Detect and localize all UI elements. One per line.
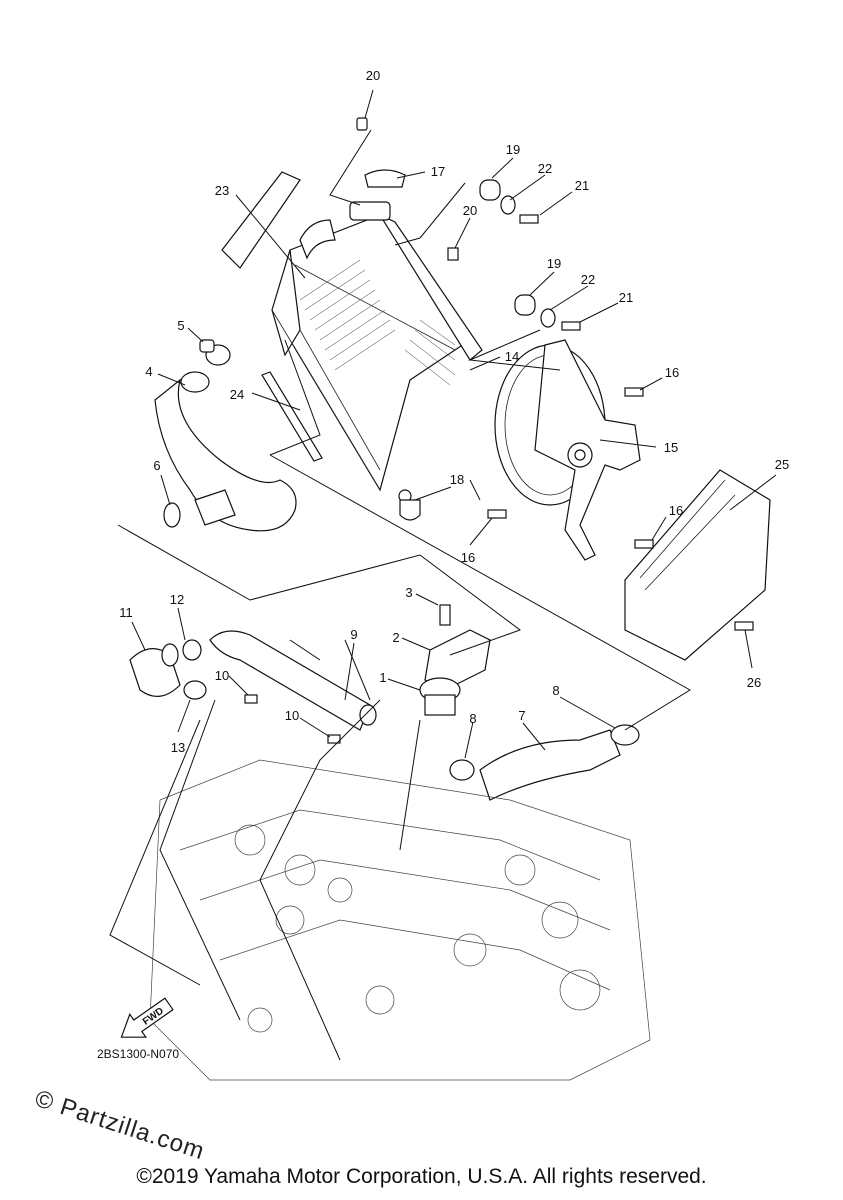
callout: 4: [145, 364, 152, 379]
fasteners: [244, 117, 754, 744]
callout: 8: [469, 711, 476, 726]
callout: 24: [230, 387, 244, 402]
callout: 17: [431, 164, 445, 179]
fan-assembly: [494, 339, 641, 561]
fwd-arrow: FWD: [120, 997, 174, 1038]
radiator-mesh: [299, 259, 456, 386]
side-cover: [624, 469, 771, 661]
callout: 21: [575, 178, 589, 193]
callout: 15: [664, 440, 678, 455]
callout: 21: [619, 290, 633, 305]
callout: 12: [170, 592, 184, 607]
callout: 11: [119, 605, 133, 620]
callout: 1: [379, 670, 386, 685]
diagram-code: 2BS1300-N070: [97, 1047, 180, 1061]
upper-hose: [154, 378, 297, 532]
callout: 7: [518, 708, 525, 723]
callout: 5: [177, 318, 184, 333]
engine-outline: [149, 759, 651, 1081]
callout: 25: [775, 457, 789, 472]
callout: 18: [450, 472, 464, 487]
callout: 2: [392, 630, 399, 645]
callout: 6: [153, 458, 160, 473]
shroud-strip-23: [221, 171, 301, 269]
callout: 19: [547, 256, 561, 271]
thermostat-housing: [424, 629, 491, 691]
callout: 8: [552, 683, 559, 698]
callout: 10: [285, 708, 299, 723]
callout-labels: 20 17 19 22 21 23 20 19 22 21 5 14 4 24 …: [119, 68, 789, 755]
callout: 22: [581, 272, 595, 287]
callout: 16: [669, 503, 683, 518]
callout: 16: [665, 365, 679, 380]
copyright-text: ©2019 Yamaha Motor Corporation, U.S.A. A…: [136, 1165, 707, 1188]
callout: 23: [215, 183, 229, 198]
radiator: [271, 201, 483, 503]
reference-lines: [109, 129, 691, 1061]
callout: 9: [350, 627, 357, 642]
callout: 19: [506, 142, 520, 157]
lower-hose: [479, 729, 621, 801]
callout: 3: [405, 585, 412, 600]
shroud-strip-24: [261, 371, 323, 462]
callout: 14: [505, 349, 519, 364]
callout: 20: [463, 203, 477, 218]
callout: 13: [171, 740, 185, 755]
callout: 22: [538, 161, 552, 176]
callout: 10: [215, 668, 229, 683]
leader-lines: [131, 89, 777, 759]
callout: 26: [747, 675, 761, 690]
callout: 16: [461, 550, 475, 565]
callout: 20: [366, 68, 380, 83]
